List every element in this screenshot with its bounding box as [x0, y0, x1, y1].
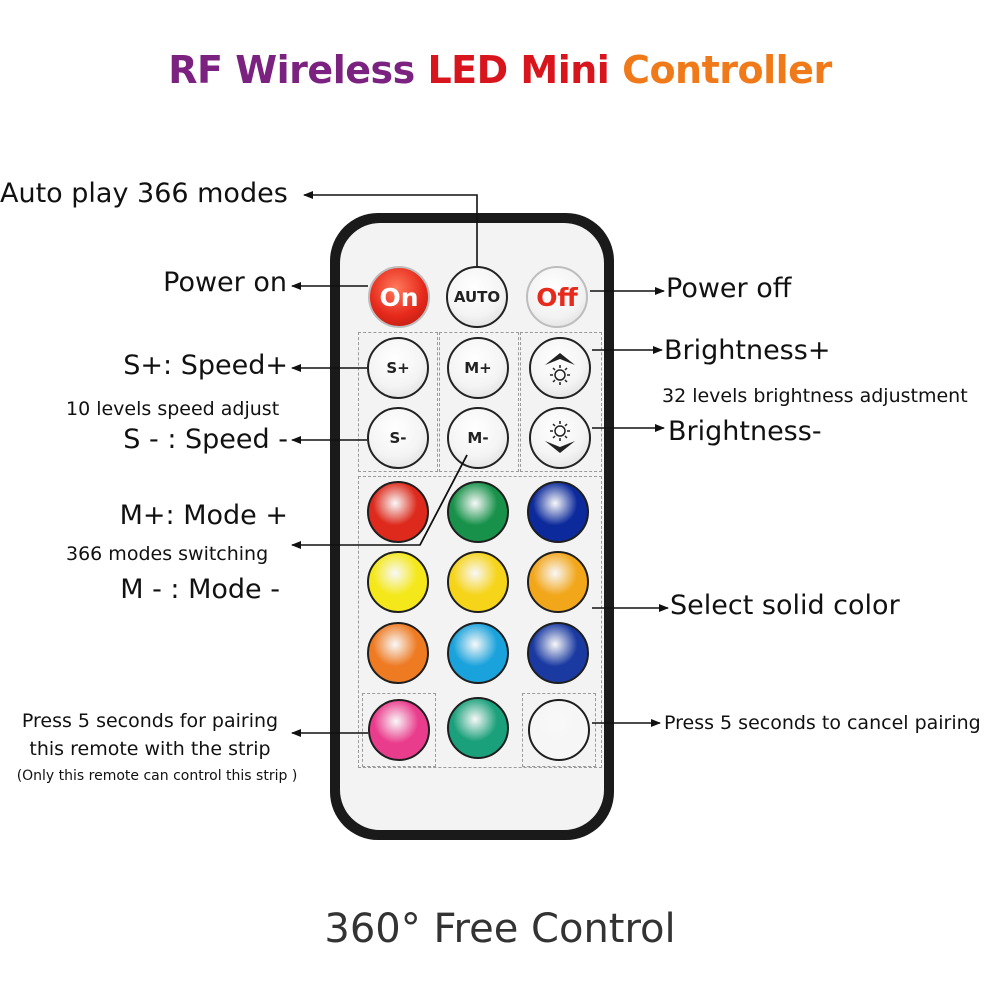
arrow-mode-plus-branch	[419, 454, 468, 546]
label-solid-color: Select solid color	[670, 590, 900, 621]
label-pairing-note: (Only this remote can control this strip…	[16, 768, 298, 784]
label-mode-plus: M+: Mode +	[119, 500, 288, 531]
title-part-3: Controller	[622, 48, 832, 92]
mode-minus-label: M-	[467, 429, 489, 447]
mode-group-box	[439, 332, 519, 472]
color-navy-button[interactable]	[527, 622, 589, 684]
mode-plus-label: M+	[464, 359, 492, 377]
mode-plus-button[interactable]: M+	[447, 337, 509, 399]
label-power-on: Power on	[163, 267, 287, 298]
speed-plus-button[interactable]: S+	[367, 337, 429, 399]
brightness-group-box	[520, 332, 602, 472]
label-speed-plus: S+: Speed+	[123, 350, 288, 381]
label-cancel-pairing: Press 5 seconds to cancel pairing	[664, 712, 981, 734]
label-mode-switching: 366 modes switching	[66, 543, 269, 565]
arrow-auto-play	[303, 191, 478, 266]
label-brightness-minus: Brightness-	[668, 416, 822, 447]
pairing-pink-button[interactable]	[368, 699, 430, 761]
speed-minus-label: S-	[389, 429, 407, 447]
cancel-pairing-white-button[interactable]	[528, 699, 590, 761]
label-brightness-levels: 32 levels brightness adjustment	[662, 385, 968, 407]
label-mode-minus: M - : Mode -	[120, 574, 280, 605]
speed-group-box	[358, 332, 438, 472]
label-pairing-line-2: this remote with the strip	[29, 738, 271, 760]
color-blue-button[interactable]	[527, 481, 589, 543]
title-part-2: LED Mini	[427, 48, 623, 92]
color-sky-blue-button[interactable]	[447, 622, 509, 684]
page-title: RF Wireless LED Mini Controller	[0, 48, 1000, 92]
color-orange-button[interactable]	[367, 622, 429, 684]
brightness-down-icon	[545, 421, 575, 453]
on-button[interactable]: On	[368, 266, 430, 328]
title-part-1: RF Wireless	[168, 48, 428, 92]
off-button[interactable]: Off	[526, 266, 588, 328]
auto-button[interactable]: AUTO	[446, 266, 508, 328]
label-speed-levels: 10 levels speed adjust	[66, 398, 280, 420]
color-teal-button[interactable]	[447, 697, 509, 759]
speed-plus-label: S+	[386, 359, 410, 377]
color-light-yellow-button[interactable]	[447, 551, 509, 613]
color-yellow-button[interactable]	[367, 551, 429, 613]
brightness-up-icon	[545, 353, 575, 385]
arrow-mode-switching	[291, 454, 468, 549]
auto-button-label: AUTO	[453, 288, 501, 306]
brightness-plus-button[interactable]	[529, 337, 591, 399]
label-pairing-line-1: Press 5 seconds for pairing	[21, 710, 279, 732]
label-speed-minus: S - : Speed -	[123, 424, 288, 455]
pairing-box	[362, 693, 436, 767]
label-power-off: Power off	[666, 273, 792, 304]
speed-minus-button[interactable]: S-	[367, 407, 429, 469]
footer-caption: 360° Free Control	[324, 906, 676, 952]
color-red-button[interactable]	[367, 481, 429, 543]
label-brightness-plus: Brightness+	[664, 335, 831, 366]
color-green-button[interactable]	[447, 481, 509, 543]
brightness-minus-button[interactable]	[529, 407, 591, 469]
color-amber-button[interactable]	[527, 551, 589, 613]
off-button-label: Off	[536, 282, 578, 312]
mode-minus-button[interactable]: M-	[447, 407, 509, 469]
cancel-pairing-box	[522, 693, 596, 767]
label-auto-play: Auto play 366 modes	[0, 178, 288, 209]
on-button-label: On	[379, 282, 419, 312]
solid-color-box	[358, 476, 602, 768]
